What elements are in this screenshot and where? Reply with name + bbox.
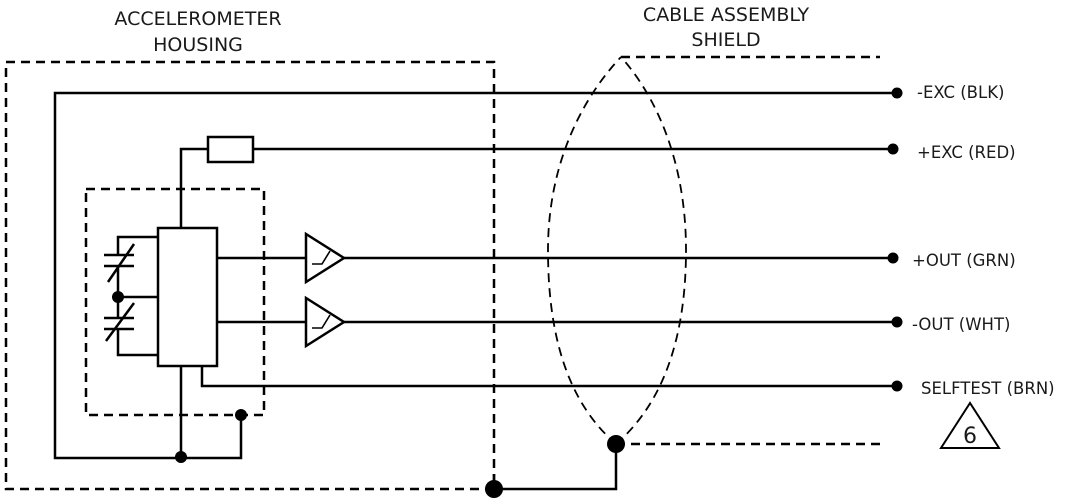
sensor-element-outline — [84, 187, 266, 417]
terminal-dot-out-minus — [891, 316, 903, 328]
wire-exc-minus — [53, 91, 893, 460]
asic-block — [156, 226, 219, 368]
terminal-dot-selftest — [891, 380, 903, 392]
pin-label-selftest: SELFTEST (BRN) — [921, 379, 1055, 398]
wire-housing-to-shield — [492, 444, 618, 491]
pin-label-exc-plus: +EXC (RED) — [917, 143, 1016, 162]
terminal-dot-out-plus — [887, 252, 899, 264]
housing-ground-dot — [485, 480, 503, 498]
shield-ground-dot — [607, 435, 625, 453]
note-number: 6 — [963, 424, 977, 449]
amplifier-out-minus — [304, 295, 347, 349]
shield-label-line1: CABLE ASSEMBLY — [643, 4, 810, 26]
accelerometer-housing-outline — [4, 60, 496, 491]
note-triangle: 6 — [939, 401, 1001, 449]
pin-label-exc-minus: -EXC (BLK) — [917, 83, 1004, 102]
element-ground-dot — [235, 409, 247, 421]
pin-label-out-minus: -OUT (WHT) — [912, 315, 1010, 334]
wire-selftest — [200, 366, 897, 388]
shield-label-line2: SHIELD — [691, 29, 760, 51]
ground-junction-dot — [175, 451, 187, 463]
housing-label-line1: ACCELEROMETER — [114, 8, 281, 30]
wire-exc-plus-left — [179, 147, 208, 228]
terminal-dot-exc-plus — [887, 143, 899, 155]
terminal-dot-exc-minus — [891, 87, 903, 99]
resistor — [206, 135, 255, 164]
housing-label-line2: HOUSING — [153, 34, 243, 56]
variable-capacitors — [104, 235, 158, 357]
wire-element-ground — [181, 415, 243, 460]
cable-shield — [547, 55, 880, 446]
amplifier-out-plus — [304, 231, 347, 285]
pin-label-out-plus: +OUT (GRN) — [912, 251, 1016, 270]
